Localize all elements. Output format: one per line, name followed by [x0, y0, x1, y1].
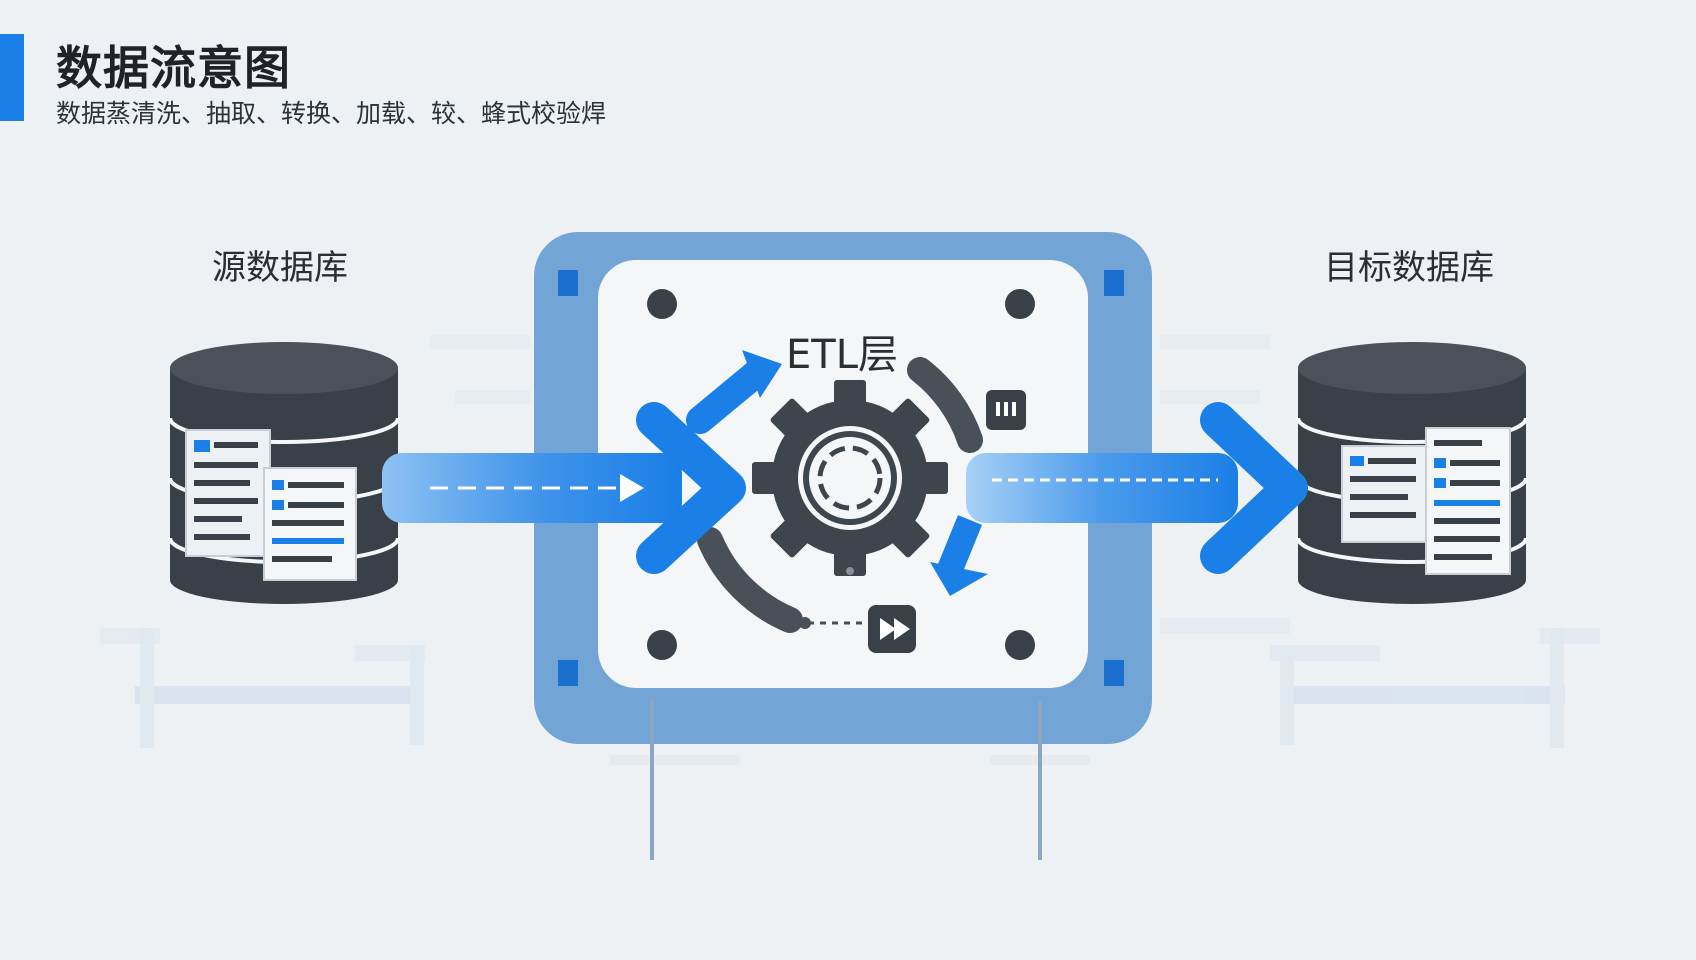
arrow-up-right-icon: [742, 350, 782, 398]
target-database-label: 目标数据库: [1324, 248, 1494, 288]
screw-top-right: [1005, 289, 1035, 319]
document-icon: [185, 429, 271, 557]
page-subtitle: 数据蒸清洗、抽取、转换、加载、较、蜂式校验焊: [56, 99, 607, 128]
page-title: 数据流意图: [56, 41, 291, 95]
document-icon: [263, 467, 357, 581]
source-database-icon: [168, 342, 400, 604]
flow-arrow-etl-to-target: [966, 402, 1308, 574]
document-icon: [1425, 427, 1511, 575]
menu-dots-icon: [986, 390, 1026, 430]
source-database-label: 源数据库: [212, 248, 348, 288]
target-database-icon: [1296, 342, 1528, 604]
title-accent-bar: [0, 34, 24, 121]
screw-bottom-left: [647, 630, 677, 660]
etl-layer-label: ETL层: [786, 332, 898, 378]
process-cycle-arcs: [686, 350, 988, 633]
document-icon: [1341, 445, 1427, 543]
background-circuit-lines: [100, 335, 1600, 765]
fast-forward-icon: [868, 605, 916, 653]
screw-top-left: [647, 289, 677, 319]
arrow-down-left-icon: [930, 562, 988, 596]
flow-arrow-source-to-etl: [382, 402, 746, 574]
gear-icon: [752, 380, 948, 576]
screw-bottom-right: [1005, 630, 1035, 660]
